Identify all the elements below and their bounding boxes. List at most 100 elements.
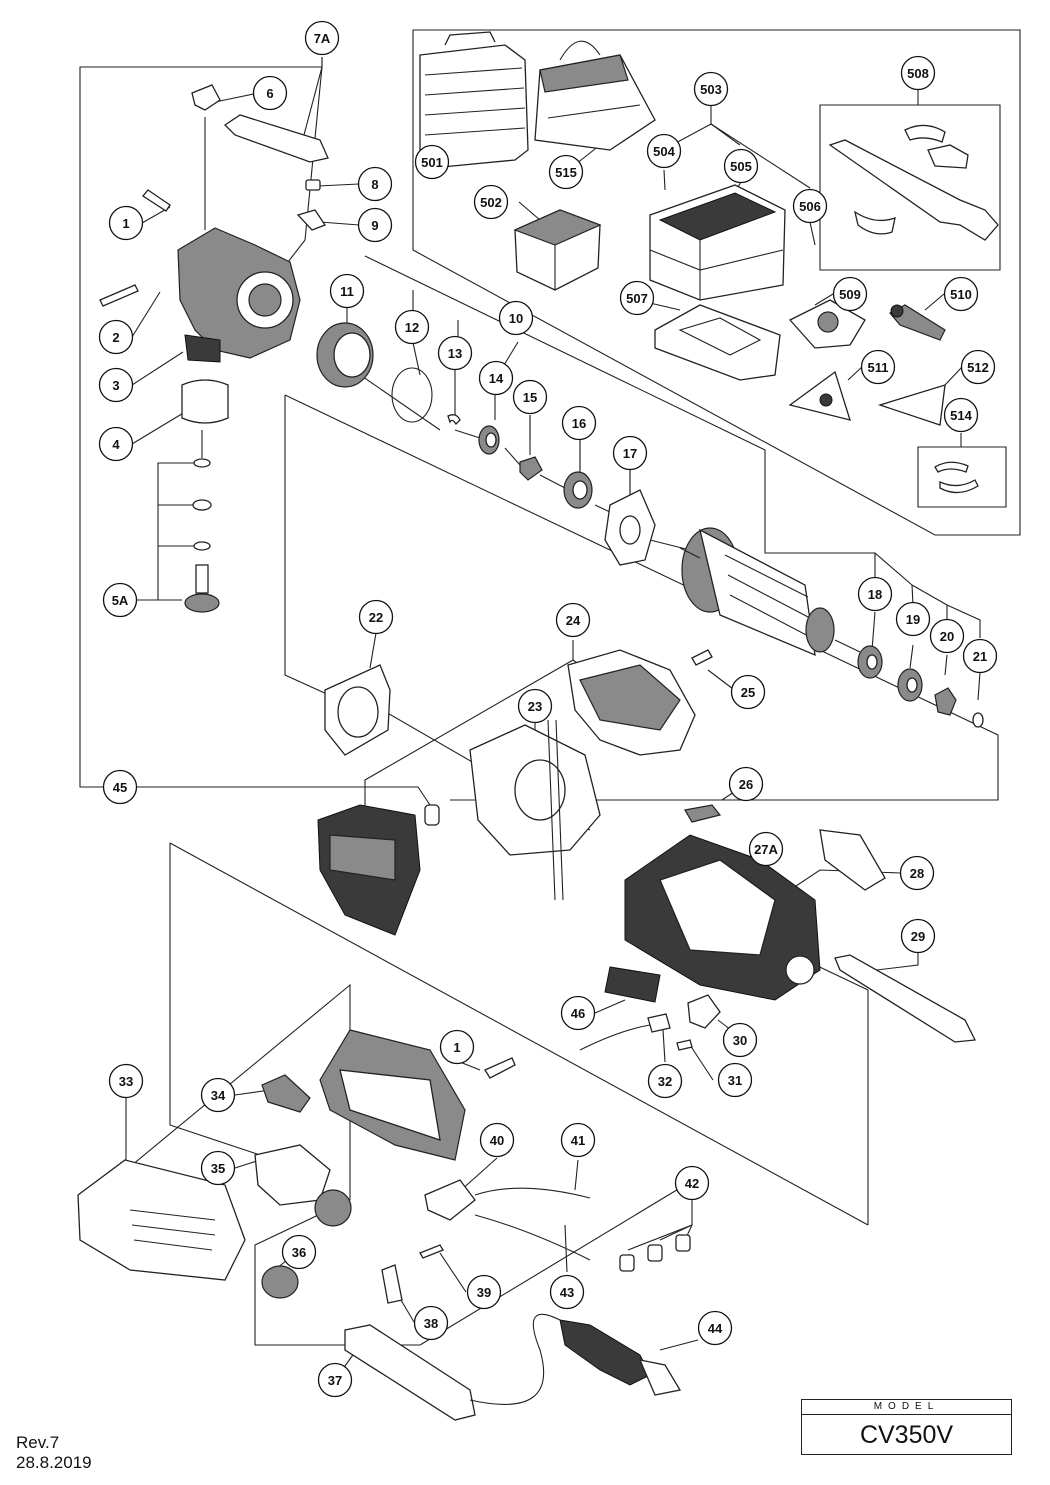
- callout-8: 8: [357, 166, 393, 202]
- callout-34: 34: [200, 1077, 236, 1113]
- bearing-parts-18-21: [857, 645, 984, 728]
- callout-circle: [252, 75, 288, 111]
- callout-number: 34: [211, 1088, 226, 1103]
- callout-20: 20: [929, 618, 965, 654]
- callout-circle: [612, 435, 648, 471]
- callout-number: 28: [910, 866, 924, 881]
- callout-number: 38: [424, 1316, 438, 1331]
- callout-number: 11: [340, 284, 354, 299]
- small-parts-46-30-31-32: [579, 966, 721, 1051]
- callout-number: 507: [626, 291, 648, 306]
- callout-circle: [98, 319, 134, 355]
- callout-circle: [108, 205, 144, 241]
- callout-514: 514: [943, 397, 979, 433]
- callout-circle: [478, 360, 514, 396]
- callout-512: 512: [960, 349, 996, 385]
- callout-44: 44: [697, 1310, 733, 1346]
- callout-number: 16: [572, 416, 586, 431]
- callout-number: 2: [112, 330, 119, 345]
- callout-number: 42: [685, 1176, 699, 1191]
- callout-number: 43: [560, 1285, 574, 1300]
- field-coil-23: [469, 719, 601, 901]
- callout-505: 505: [723, 148, 759, 184]
- callout-40: 40: [479, 1122, 515, 1158]
- callout-circle: [943, 276, 979, 312]
- rear-housing-33: [77, 1159, 246, 1281]
- callout-circle: [900, 918, 936, 954]
- callout-1: 1: [439, 1029, 475, 1065]
- callout-number: 503: [700, 82, 722, 97]
- callout-circle: [108, 1063, 144, 1099]
- callout-circle: [674, 1165, 710, 1201]
- lever-7a: [191, 84, 329, 163]
- callout-9: 9: [357, 207, 393, 243]
- callout-number: 512: [967, 360, 989, 375]
- callout-38: 38: [413, 1305, 449, 1341]
- callout-10: 10: [498, 300, 534, 336]
- callout-circle: [498, 300, 534, 336]
- callout-circle: [792, 188, 828, 224]
- plunge-blade-510: [889, 304, 946, 341]
- callout-23: 23: [517, 688, 553, 724]
- cord-parts-36-37-38-39: [261, 1244, 561, 1421]
- callout-number: 7A: [314, 31, 331, 46]
- callout-circle: [832, 276, 868, 312]
- motor-housing-27a: [624, 804, 821, 1001]
- callout-number: 45: [113, 780, 127, 795]
- callout-circle: [358, 599, 394, 635]
- callout-circle: [102, 769, 138, 805]
- callout-number: 20: [940, 629, 954, 644]
- callout-16: 16: [561, 405, 597, 441]
- carrying-case-501: [419, 31, 529, 169]
- callout-503: 503: [693, 71, 729, 107]
- callout-number: 23: [528, 699, 542, 714]
- cover-panel-1: [319, 1029, 516, 1161]
- systainer-case-503: [649, 184, 786, 301]
- callout-28: 28: [899, 855, 935, 891]
- callout-number: 5A: [112, 593, 129, 608]
- callout-circle: [860, 349, 896, 385]
- callout-circle: [960, 349, 996, 385]
- callout-30: 30: [722, 1022, 758, 1058]
- callout-circle: [900, 55, 936, 91]
- callout-circle: [723, 148, 759, 184]
- callout-circle: [98, 367, 134, 403]
- callout-35: 35: [200, 1150, 236, 1186]
- callout-circle: [466, 1274, 502, 1310]
- callout-number: 504: [653, 144, 675, 159]
- callout-3: 3: [98, 367, 134, 403]
- callout-number: 508: [907, 66, 929, 81]
- callout-number: 1: [122, 216, 129, 231]
- callout-circle: [717, 1062, 753, 1098]
- sanding-paper-512: [877, 384, 946, 426]
- callout-21: 21: [962, 638, 998, 674]
- callout-5A: 5A: [102, 582, 138, 618]
- callout-number: 25: [741, 685, 755, 700]
- callout-number: 12: [405, 320, 419, 335]
- callout-32: 32: [647, 1063, 683, 1099]
- callout-1: 1: [108, 205, 144, 241]
- callout-6: 6: [252, 75, 288, 111]
- callout-number: 514: [950, 408, 972, 423]
- callout-circle: [748, 831, 784, 867]
- callout-507: 507: [619, 280, 655, 316]
- callout-29: 29: [900, 918, 936, 954]
- revision-date: 28.8.2019: [16, 1453, 92, 1472]
- callout-7A: 7A: [304, 20, 340, 56]
- model-value: CV350V: [859, 1421, 954, 1449]
- callout-26: 26: [728, 766, 764, 802]
- callout-37: 37: [317, 1362, 353, 1398]
- callout-504: 504: [646, 133, 682, 169]
- callout-31: 31: [717, 1062, 753, 1098]
- callout-41: 41: [560, 1122, 596, 1158]
- callout-25: 25: [730, 674, 766, 710]
- callout-circle: [647, 1063, 683, 1099]
- callout-501: 501: [414, 144, 450, 180]
- callout-number: 19: [906, 612, 920, 627]
- callout-17: 17: [612, 435, 648, 471]
- label-28: [819, 829, 886, 891]
- callout-circle: [200, 1077, 236, 1113]
- callout-circle: [619, 280, 655, 316]
